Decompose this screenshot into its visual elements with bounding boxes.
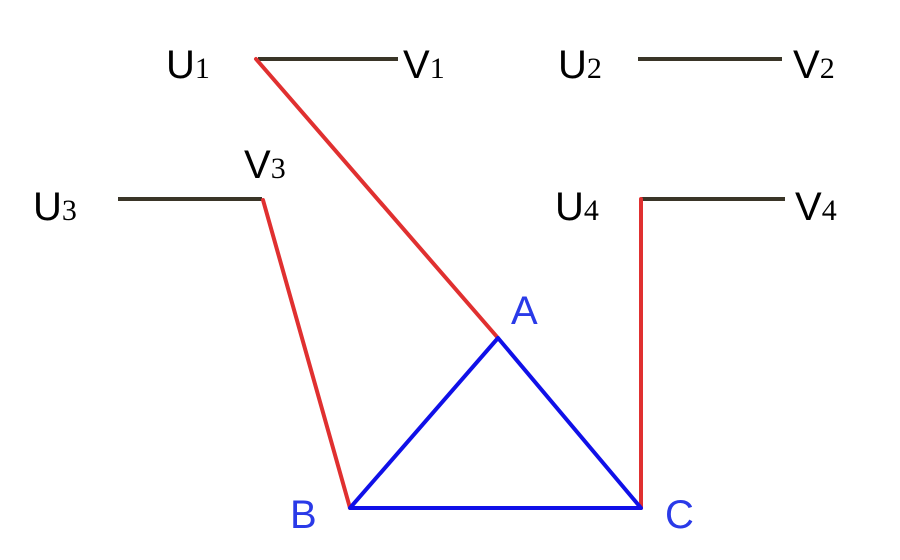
vertex-labels: A B C: [290, 289, 694, 537]
label-u4: U4: [555, 185, 599, 229]
label-v1: V1: [403, 43, 445, 87]
vertex-label-c: C: [665, 493, 694, 537]
connector-v3-b: [261, 198, 352, 510]
label-u3: U3: [33, 185, 77, 229]
label-v2: V2: [793, 43, 835, 87]
segment-labels: U1 V1 U2 V2 U3 V3 U4 V4: [33, 43, 837, 229]
vertex-label-b: B: [290, 493, 317, 537]
connector-u1-a: [254, 57, 500, 340]
label-v3: V3: [244, 143, 286, 187]
triangle-abc: [348, 336, 643, 510]
connectors: [254, 57, 643, 510]
segments: [118, 57, 785, 201]
vertex-label-a: A: [511, 289, 538, 333]
label-v4: V4: [795, 185, 837, 229]
label-u1: U1: [166, 43, 210, 87]
label-u2: U2: [558, 43, 602, 87]
